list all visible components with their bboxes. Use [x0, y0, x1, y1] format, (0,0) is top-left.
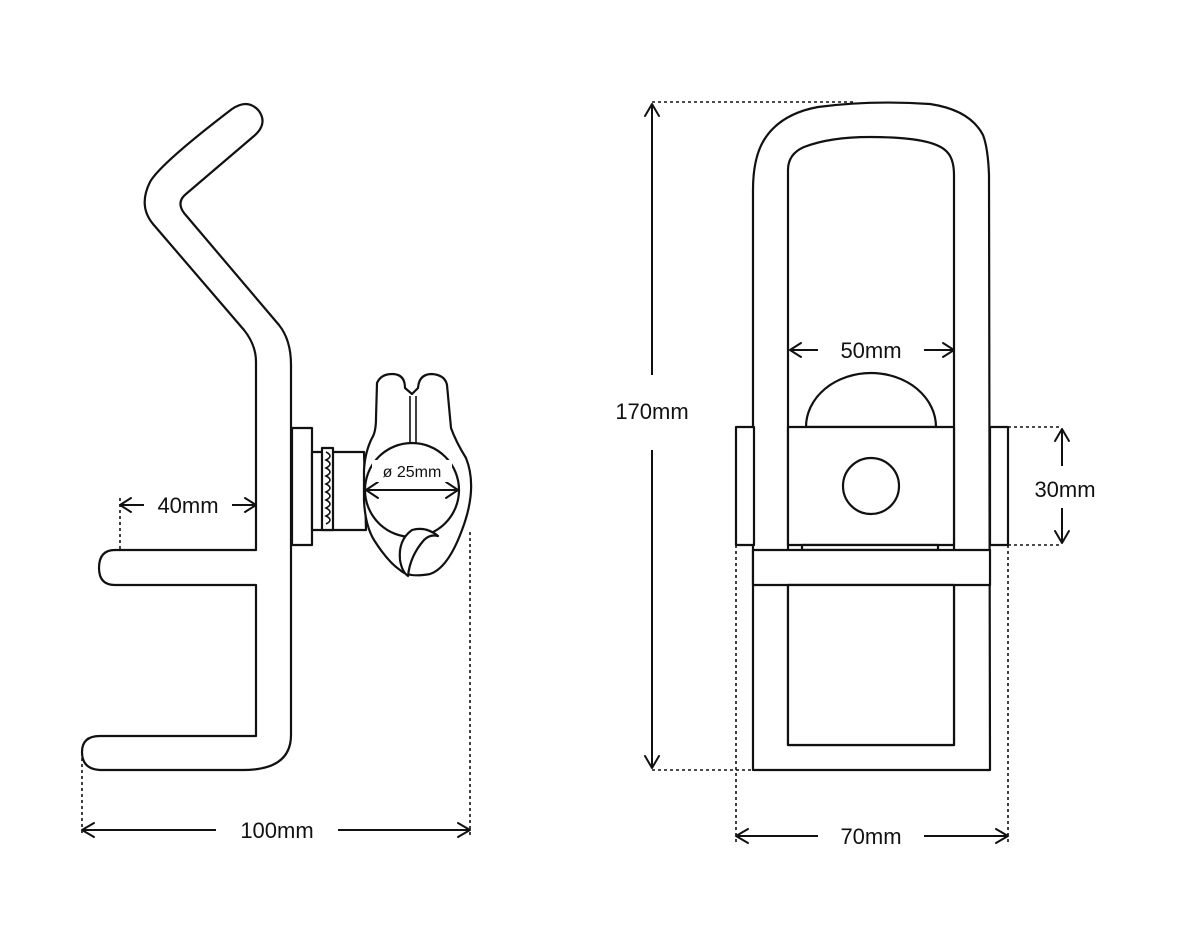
depth-arrow-right [457, 822, 471, 838]
lower-window [786, 583, 956, 747]
height-arrow-bottom [644, 755, 660, 769]
mounting-plate [290, 426, 314, 547]
side-tab-left [734, 425, 756, 547]
height-label: 170mm [615, 399, 688, 424]
diameter-arrow-right [445, 481, 459, 499]
depth-label: 100mm [240, 818, 313, 843]
arm-spacing-arrow-left [119, 497, 132, 513]
clamp-height-label: 30mm [1034, 477, 1095, 502]
arm-spacing-label: 40mm [157, 493, 218, 518]
front-view: 50mm 170mm 30mm 70mm [615, 101, 1096, 849]
hook-body [80, 102, 293, 772]
serrated-jaw [320, 446, 335, 532]
diameter-label-bg [372, 460, 452, 482]
crossbar [751, 548, 992, 587]
diameter-label: ø 25mm [383, 464, 442, 481]
depth-arrow-left [81, 822, 95, 838]
u-loop [751, 101, 992, 772]
arm-spacing-arrow-right [244, 497, 257, 513]
side-tab-right [988, 425, 1010, 547]
serrated-teeth [324, 451, 331, 525]
clamp-lever [398, 527, 440, 578]
width-arrow-right [995, 828, 1009, 844]
inner-width-label: 50mm [840, 338, 901, 363]
clamp-bolt [841, 456, 901, 516]
cam-disc [804, 371, 938, 429]
clamp-neck [310, 450, 368, 532]
clamp-height-arrow-top [1054, 428, 1070, 442]
inner-width-arrow-left [789, 342, 802, 358]
inner-width-arrow-right [942, 342, 955, 358]
width-arrow-left [735, 828, 749, 844]
clamp-height-arrow-bottom [1054, 530, 1070, 544]
diameter-arrow-left [365, 481, 379, 499]
height-arrow-top [644, 103, 660, 117]
side-view: ø 25mm 40mm 100mm [80, 102, 473, 843]
width-label: 70mm [840, 824, 901, 849]
